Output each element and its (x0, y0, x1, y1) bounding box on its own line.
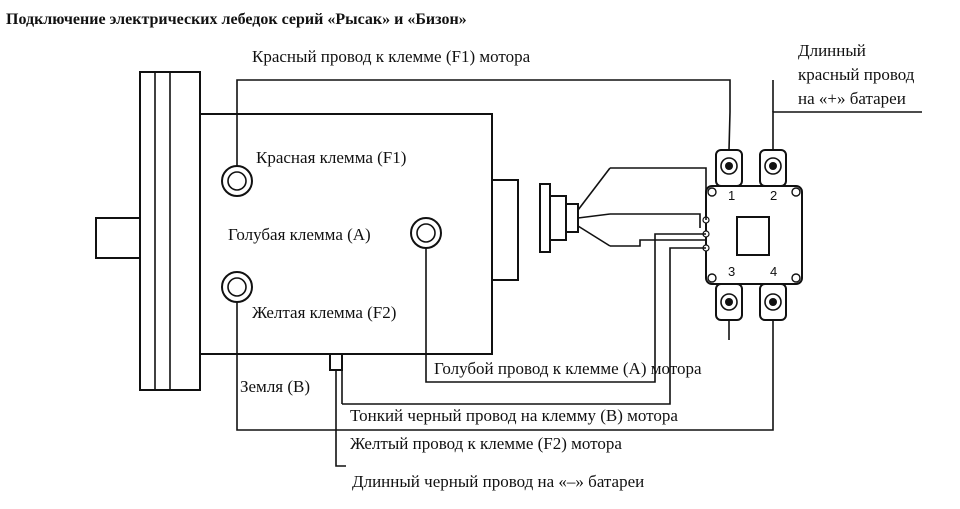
relay-number-1: 1 (728, 188, 735, 203)
label-long-black-wire: Длинный черный провод на «–» батареи (352, 472, 644, 491)
yellow-wire-f2 (236, 302, 774, 431)
label-blue-terminal: Голубая клемма (А) (228, 225, 371, 244)
wires (236, 79, 922, 467)
relay-solenoid: 1 2 3 4 (702, 185, 803, 285)
long-black-wire (335, 370, 346, 467)
long-red-wire (772, 111, 922, 150)
relay-post-3 (715, 283, 743, 321)
label-yellow-wire: Желтый провод к клемме (F2) мотора (350, 434, 622, 453)
terminal-f1 (221, 165, 253, 197)
relay-number-3: 3 (728, 264, 735, 279)
control-wire-2 (610, 213, 701, 228)
terminal-a (410, 217, 442, 249)
label-ground: Земля (B) (240, 377, 310, 396)
cable-connector (539, 167, 611, 253)
thin-black-wire (342, 247, 706, 405)
diagram-title: Подключение электрических лебедок серий … (6, 11, 467, 28)
control-wire-3 (610, 239, 706, 247)
label-thin-black-wire: Тонкий черный провод на клемму (В) мотор… (350, 406, 678, 425)
label-blue-wire: Голубой провод к клемме (А) мотора (434, 359, 702, 378)
terminal-f2 (221, 271, 253, 303)
label-red-wire-f1: Красный провод к клемме (F1) мотора (252, 47, 531, 66)
label-long-red-line-2: красный провод (798, 65, 915, 84)
label-long-red-line-3: на «+» батареи (798, 89, 906, 108)
ground-stud (329, 353, 343, 371)
winch-motor (95, 71, 519, 391)
motor-housing (199, 113, 493, 355)
relay-post-1 (715, 149, 743, 187)
label-long-red-line-1: Длинный (798, 41, 866, 60)
motor-end-cap (491, 179, 519, 281)
red-wire-f1 (236, 79, 731, 166)
relay-number-4: 4 (770, 264, 777, 279)
relay-post-4 (759, 283, 787, 321)
relay-number-2: 2 (770, 188, 777, 203)
control-wire-1 (610, 167, 707, 220)
label-yellow-terminal: Желтая клемма (F2) (252, 303, 396, 322)
relay-post-2 (759, 149, 787, 187)
blue-wire-a (425, 233, 706, 383)
label-red-terminal: Красная клемма (F1) (256, 148, 406, 167)
